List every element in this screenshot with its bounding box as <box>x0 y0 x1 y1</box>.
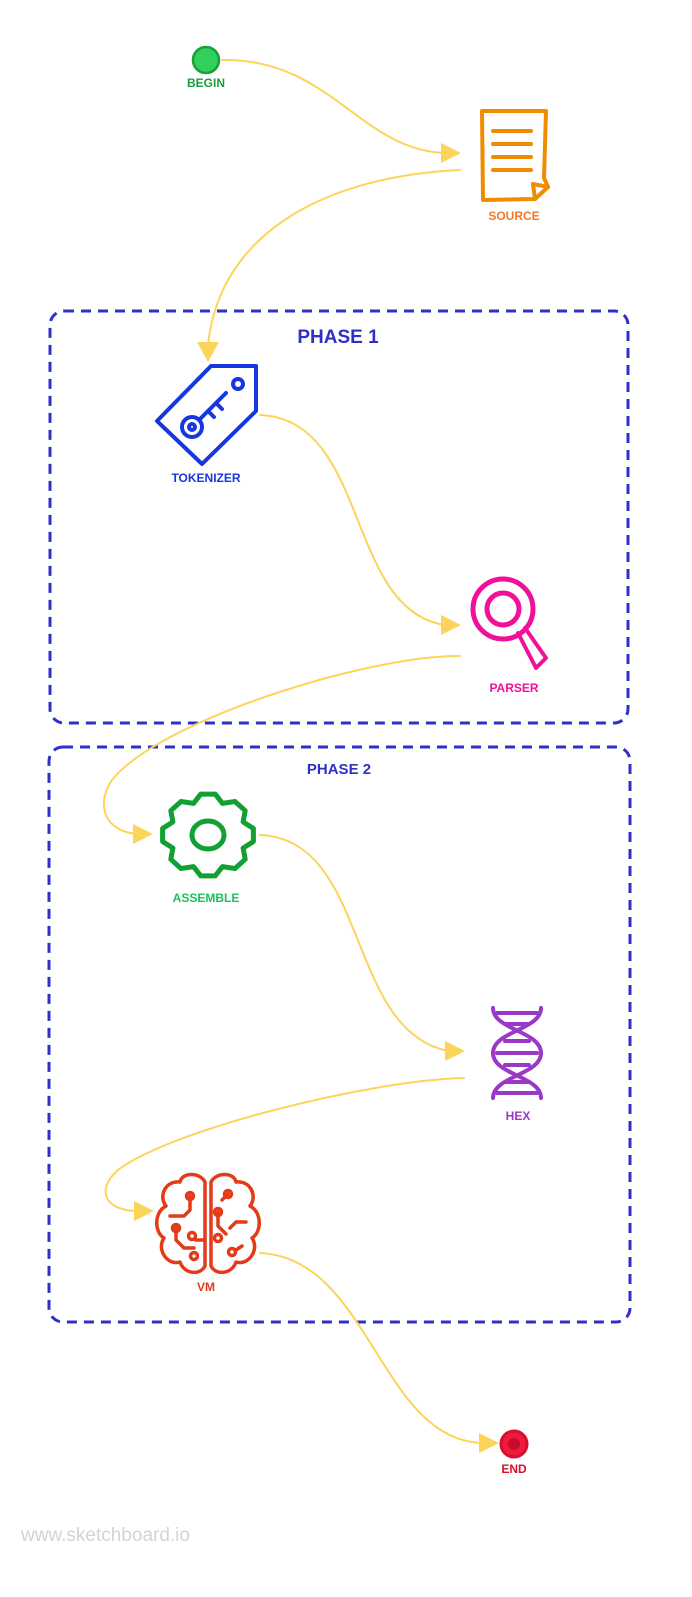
magnifier-icon <box>470 576 548 670</box>
node-hex-label: HEX <box>506 1109 531 1123</box>
edge-arrowheads <box>133 143 499 1453</box>
circuit-brain-icon <box>155 1172 261 1275</box>
node-end-label: END <box>501 1462 527 1476</box>
node-parser[interactable]: PARSER <box>470 576 548 695</box>
edge-assemble-hex[interactable] <box>259 834 449 1052</box>
edges <box>102 58 483 1444</box>
watermark-text: www.sketchboard.io <box>21 1525 190 1546</box>
key-tag-icon <box>155 364 258 466</box>
node-end[interactable]: END <box>499 1429 529 1476</box>
node-vm-label: VM <box>197 1280 215 1294</box>
node-assemble[interactable]: ASSEMBLE <box>160 791 256 905</box>
arrowhead-assemble <box>133 824 153 844</box>
edge-begin-source[interactable] <box>221 58 446 154</box>
node-tokenizer-label: TOKENIZER <box>171 471 240 485</box>
edge-parser-assemble[interactable] <box>102 654 461 835</box>
node-begin[interactable]: BEGIN <box>187 45 225 90</box>
edge-tokenizer-parser[interactable] <box>259 414 446 626</box>
edge-source-tokenizer[interactable] <box>207 169 461 346</box>
arrowhead-end <box>479 1433 499 1453</box>
edge-hex-vm[interactable] <box>104 1077 465 1212</box>
phase1-title: PHASE 1 <box>297 327 379 348</box>
gear-hub <box>189 818 227 852</box>
gear-icon <box>160 791 256 879</box>
phase1-frame[interactable] <box>48 309 630 725</box>
arrowhead-tokenizer <box>197 342 219 362</box>
node-assemble-label: ASSEMBLE <box>173 891 240 905</box>
document-icon <box>480 109 550 202</box>
start-circle-icon <box>191 45 221 75</box>
edge-vm-end[interactable] <box>259 1252 483 1444</box>
node-source-label: SOURCE <box>488 209 539 223</box>
node-source[interactable]: SOURCE <box>480 109 550 223</box>
phase2-frame[interactable] <box>47 745 632 1324</box>
end-circle-inner <box>508 1438 520 1450</box>
arrowhead-vm <box>134 1201 154 1221</box>
arrowhead-parser <box>441 615 461 635</box>
node-tokenizer[interactable]: TOKENIZER <box>155 364 258 485</box>
arrowhead-hex <box>445 1041 465 1061</box>
phase2-title: PHASE 2 <box>307 761 371 778</box>
node-vm[interactable]: VM <box>155 1172 261 1295</box>
arrowhead-source <box>441 143 461 163</box>
node-hex[interactable]: HEX <box>490 1006 544 1123</box>
dna-icon <box>490 1006 544 1100</box>
node-begin-label: BEGIN <box>187 76 225 90</box>
node-parser-label: PARSER <box>489 681 538 695</box>
